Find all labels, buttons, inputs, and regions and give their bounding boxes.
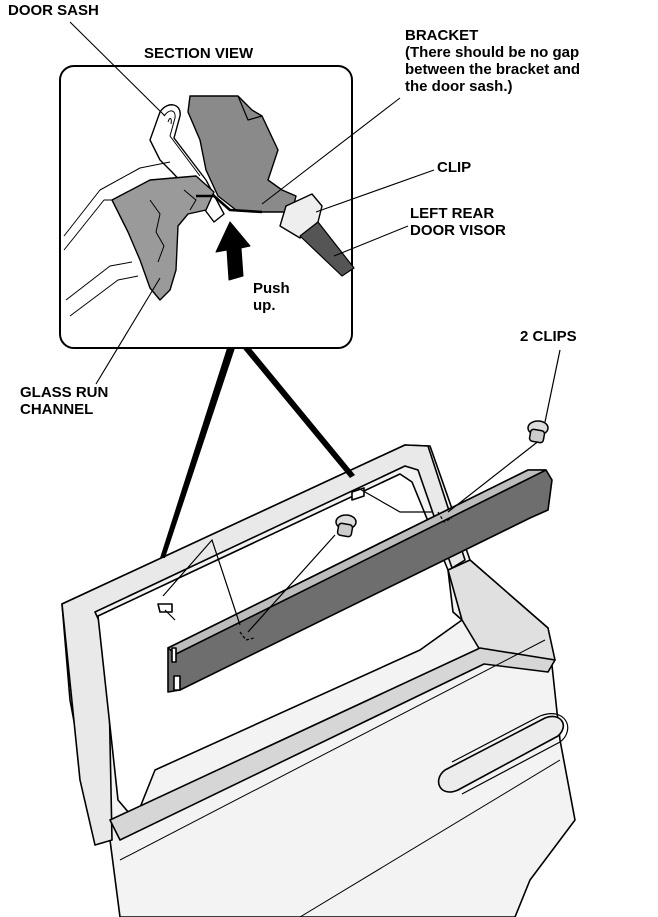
door-visor-label-line-2: DOOR VISOR [410,222,506,239]
bracket-title: BRACKET [405,27,479,44]
push-clip-1 [335,514,357,538]
bracket-note-line-2: between the bracket and [405,61,581,78]
push-up-label-line-2: up. [253,297,276,314]
bracket-label: BRACKET (There should be no gap between … [405,27,580,95]
section-view-content [63,95,355,317]
door-handle-recess [451,713,569,795]
bracket-note-line-1: (There should be no gap [405,44,580,61]
clip-leaders [162,349,561,641]
glass-run-channel-label-line-2: CHANNEL [20,401,94,418]
glass-run-channel-profile [111,175,215,301]
door-sash-label: DOOR SASH [8,2,99,19]
push-up-label: Push up. [253,280,290,314]
push-up-arrow [215,221,251,281]
label-leaders [69,21,435,385]
door-handle [437,715,564,793]
door-visor-label-line-1: LEFT REAR [410,205,495,222]
clip-label: CLIP [437,159,472,176]
section-visor [299,221,355,277]
bracket-note-line-3: the door sash.) [405,78,513,95]
two-clips-label: 2 CLIPS [520,328,577,345]
section-view-pointer [160,345,355,558]
section-view-title: SECTION VIEW [144,45,254,62]
push-up-label-line-1: Push [253,280,290,297]
glass-run-channel-label-line-1: GLASS RUN [20,384,109,401]
left-rear-door-visor [167,469,553,693]
door-sash-frame [61,444,466,846]
belt-molding [109,647,556,841]
glass-run-channel-label: GLASS RUN CHANNEL [20,384,108,418]
door-visor-label: LEFT REAR DOOR VISOR [410,205,506,239]
push-clip-2 [527,420,549,444]
